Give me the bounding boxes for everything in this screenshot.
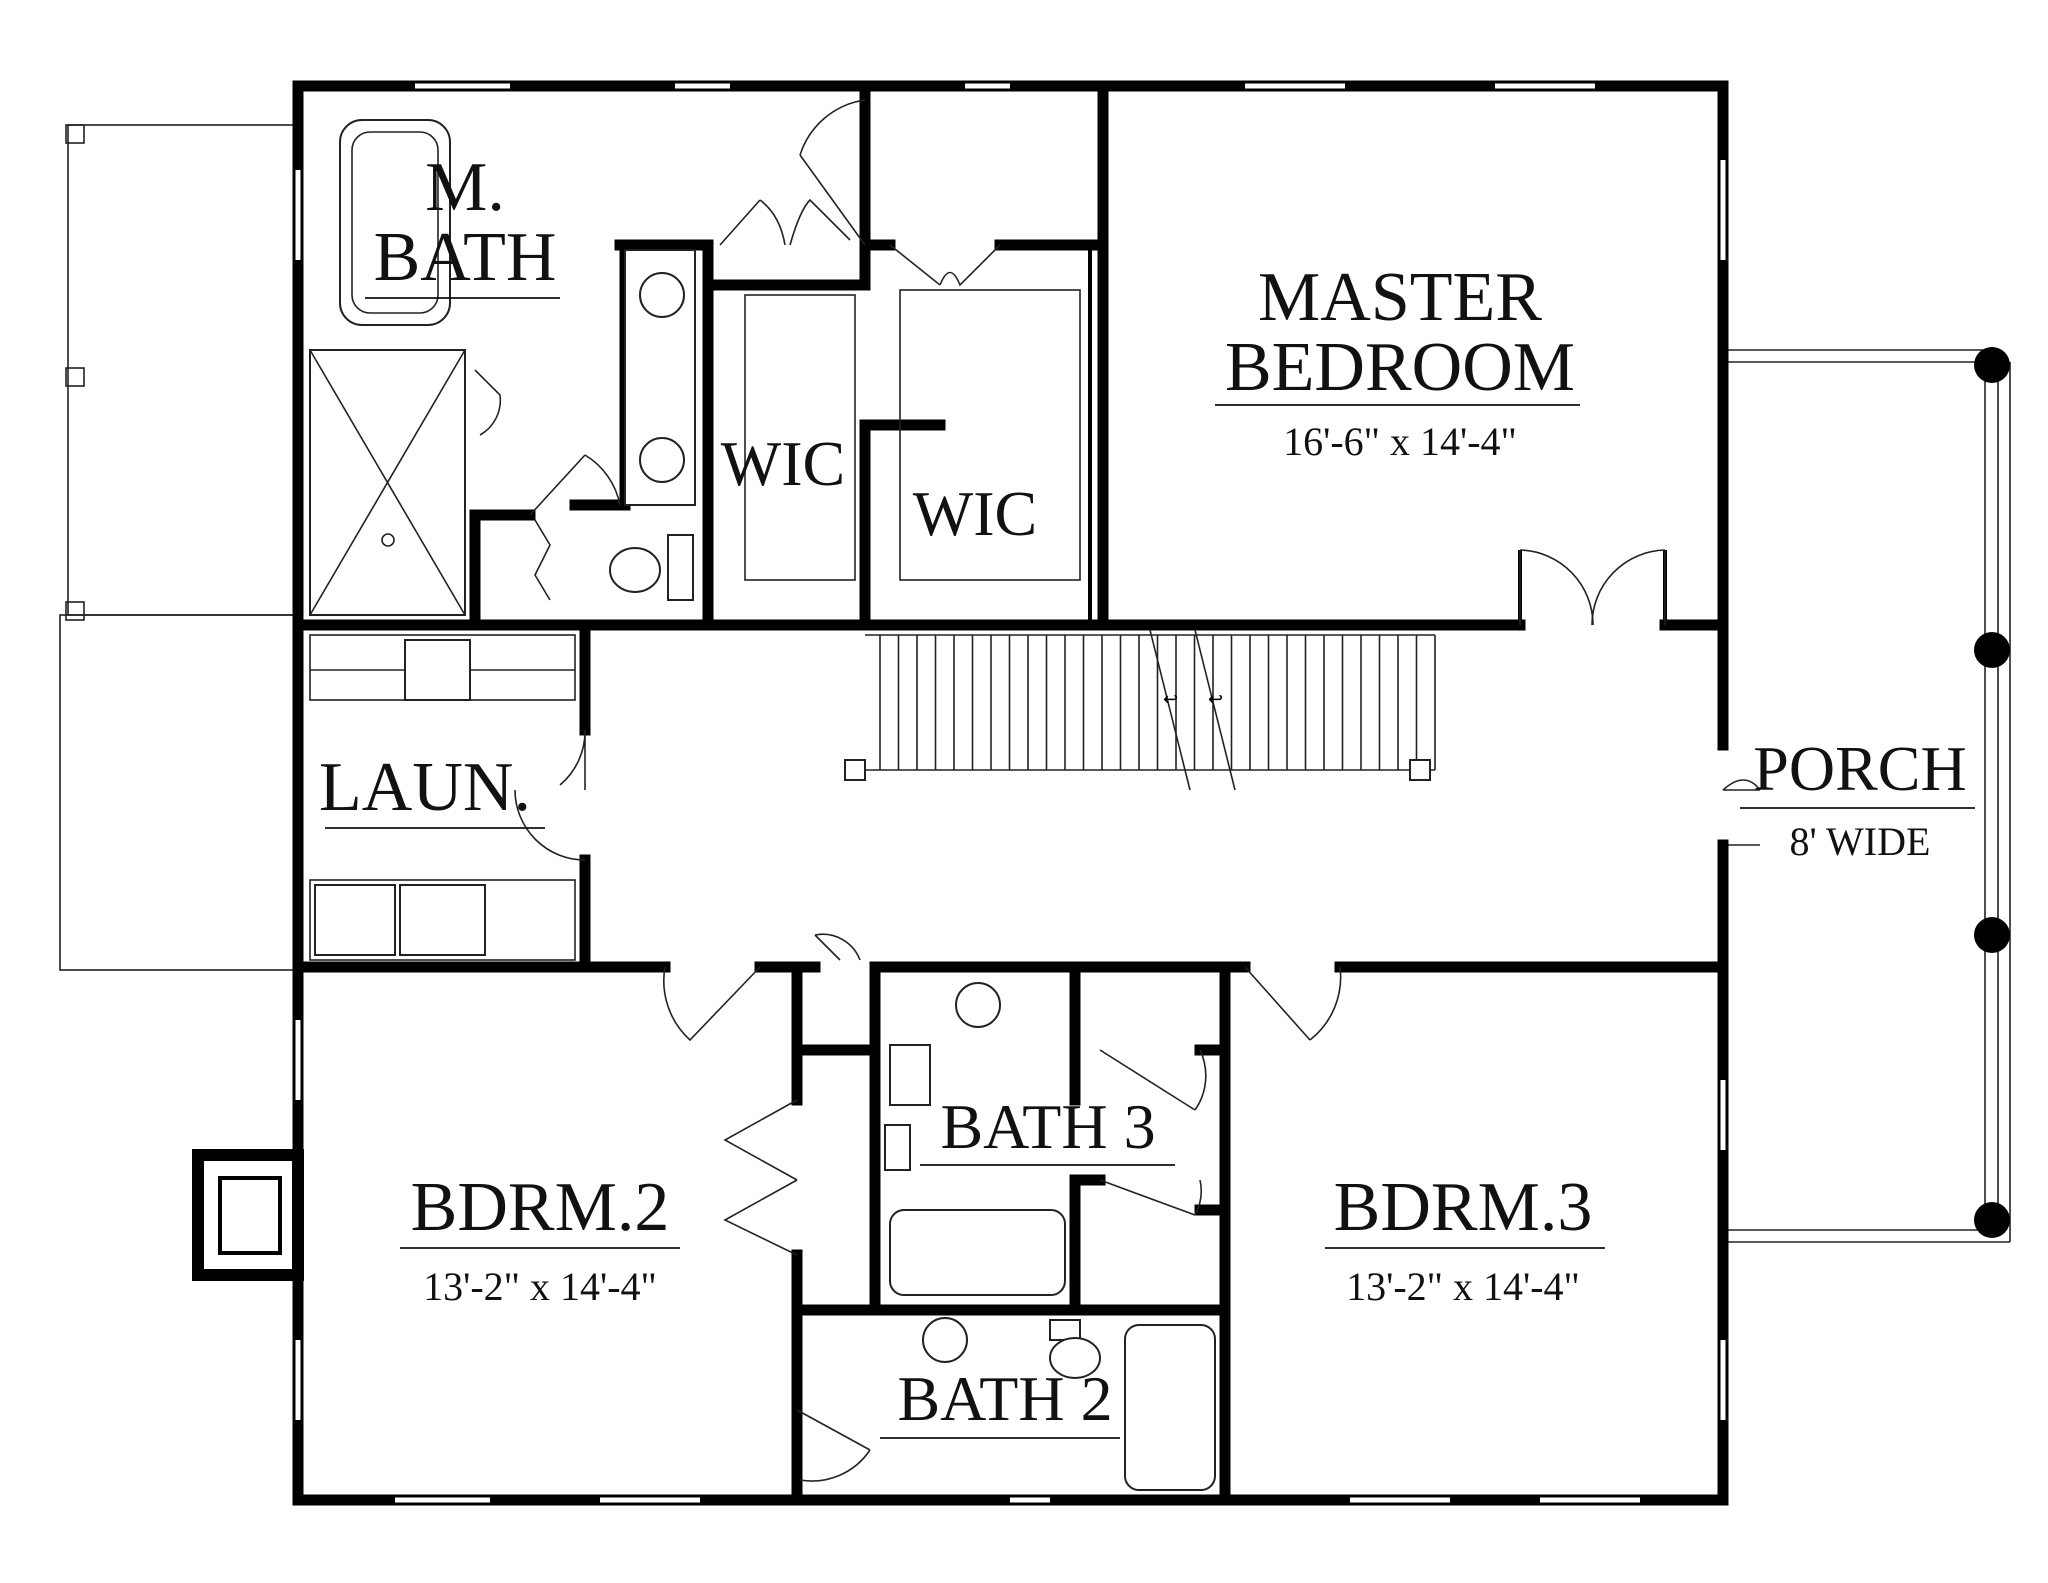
porch-structure: [1716, 347, 2011, 1243]
left-deck: [59, 124, 299, 971]
svg-text:↩: ↩: [1208, 689, 1223, 709]
svg-text:↩: ↩: [1163, 689, 1178, 709]
master-bedroom-dimensions: 16'-6" x 14'-4": [1283, 419, 1517, 464]
bath-2-label: BATH 2: [897, 1363, 1112, 1434]
bedroom-2-dimensions: 13'-2" x 14'-4": [423, 1264, 657, 1309]
staircase: ↩ ↩: [844, 629, 1436, 791]
interior-walls: [292, 80, 1729, 1506]
porch-label: PORCH: [1753, 733, 1966, 804]
windows: [295, 83, 1726, 1503]
master-bath-label-line1: M.: [425, 149, 505, 226]
porch-column: [1974, 1202, 2010, 1238]
laundry-label: LAUN.: [319, 749, 531, 826]
bedroom-2-label: BDRM.2: [411, 1169, 670, 1246]
master-bath-label-line2: BATH: [374, 219, 557, 296]
room-labels: M. BATH WIC WIC MASTER BEDROOM 16'-6" x …: [319, 149, 1975, 1439]
bath-3-label: BATH 3: [940, 1091, 1155, 1162]
bedroom-3-label: BDRM.3: [1334, 1169, 1593, 1246]
porch-width-label: 8' WIDE: [1790, 819, 1931, 864]
chimney: [192, 1149, 304, 1281]
master-bedroom-label-line2: BEDROOM: [1225, 329, 1575, 406]
fixtures: [309, 119, 1216, 1491]
doors: [474, 99, 1666, 1482]
porch-column: [1974, 632, 2010, 668]
porch-column: [1974, 347, 2010, 383]
master-bedroom-label-line1: MASTER: [1258, 259, 1542, 336]
bedroom-3-dimensions: 13'-2" x 14'-4": [1346, 1264, 1580, 1309]
wic-label-1: WIC: [721, 428, 845, 499]
porch-column: [1974, 917, 2010, 953]
wic-label-2: WIC: [913, 478, 1037, 549]
